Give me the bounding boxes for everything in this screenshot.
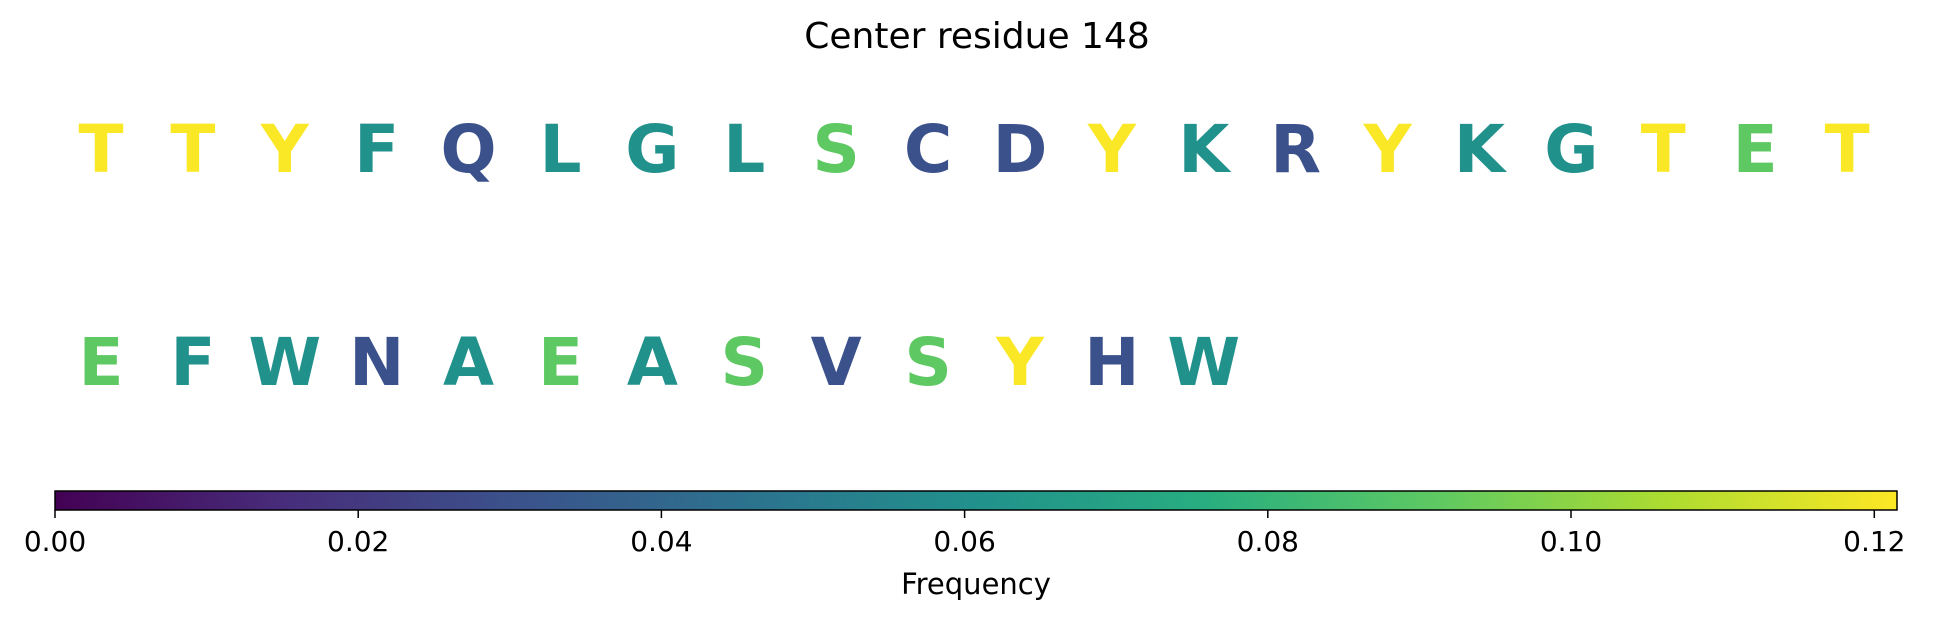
residue-letter: F — [170, 324, 215, 401]
residue-letter: F — [354, 111, 399, 188]
residue-letter: E — [1733, 111, 1778, 188]
colorbar-label: Frequency — [901, 567, 1051, 601]
residue-letter: K — [1178, 111, 1232, 188]
colorbar-tick-label: 0.12 — [1843, 525, 1905, 558]
colorbar-tick-label: 0.04 — [630, 525, 692, 558]
colorbar: 0.00 0.02 0.04 0.06 0.08 0.10 0.12 Frequency — [24, 490, 1905, 601]
residue-letter: L — [723, 111, 765, 188]
residue-letter: T — [1825, 111, 1870, 188]
residue-letter: A — [443, 324, 494, 401]
residue-letter: S — [721, 324, 769, 401]
residue-letter: R — [1270, 111, 1321, 188]
chart-title: Center residue 148 — [804, 16, 1150, 57]
residue-letter: Y — [995, 324, 1045, 401]
residue-letter: W — [248, 324, 321, 401]
colorbar-tick-label: 0.02 — [327, 525, 389, 558]
residue-letter: G — [1544, 111, 1598, 188]
residue-letter: H — [1084, 324, 1139, 401]
residue-letter: T — [170, 111, 215, 188]
residue-letter: S — [904, 324, 952, 401]
residue-letter: E — [78, 324, 123, 401]
residue-letter: Y — [1363, 111, 1413, 188]
colorbar-ticks: 0.00 0.02 0.04 0.06 0.08 0.10 0.12 — [24, 510, 1905, 558]
residue-letter: W — [1167, 324, 1240, 401]
residue-letter: E — [538, 324, 583, 401]
colorbar-tick-label: 0.10 — [1540, 525, 1602, 558]
residue-letter: S — [812, 111, 860, 188]
residue-letter: K — [1454, 111, 1508, 188]
residue-letter: N — [349, 324, 404, 401]
residue-letter: C — [904, 111, 952, 188]
residue-letter: D — [993, 111, 1048, 188]
residue-letter: Y — [260, 111, 310, 188]
residue-letter: T — [78, 111, 123, 188]
residue-letter: A — [627, 324, 678, 401]
residue-letter: L — [539, 111, 581, 188]
colorbar-tick-label: 0.00 — [24, 525, 86, 558]
residue-letter: Y — [1087, 111, 1137, 188]
colorbar-tick-label: 0.08 — [1237, 525, 1299, 558]
residue-letter: V — [811, 324, 862, 401]
colorbar-tick-label: 0.06 — [933, 525, 995, 558]
colorbar-gradient — [54, 490, 1898, 511]
residue-letter: T — [1641, 111, 1686, 188]
residue-letter: G — [625, 111, 679, 188]
residue-letter: Q — [441, 111, 497, 188]
